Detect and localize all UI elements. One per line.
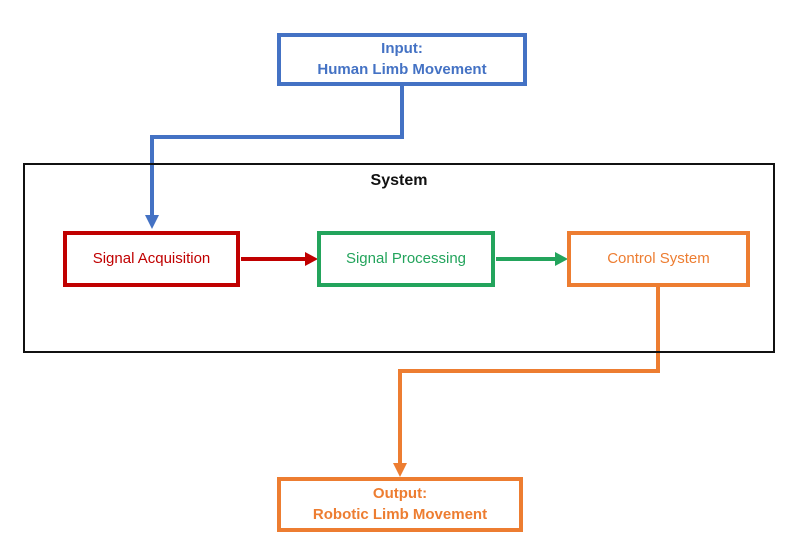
signal-processing-node: Signal Processing — [317, 231, 495, 287]
output-node: Output: Robotic Limb Movement — [277, 477, 523, 532]
signal-acquisition-label: Signal Acquisition — [92, 249, 211, 267]
output-node-label-line1: Output: — [372, 485, 428, 503]
control-system-label: Control System — [607, 249, 710, 267]
input-node-label-line1: Input: — [381, 40, 423, 58]
input-node-label-line2: Human Limb Movement — [317, 60, 487, 78]
signal-acquisition-node: Signal Acquisition — [63, 231, 240, 287]
control-system-node: Control System — [567, 231, 750, 287]
system-container: System — [23, 163, 775, 353]
output-node-label-line2: Robotic Limb Movement — [312, 505, 488, 523]
arrowhead-control-system-to-output — [393, 463, 407, 477]
input-node: Input: Human Limb Movement — [277, 33, 527, 86]
signal-processing-label: Signal Processing — [345, 249, 467, 267]
system-title: System — [370, 172, 428, 189]
